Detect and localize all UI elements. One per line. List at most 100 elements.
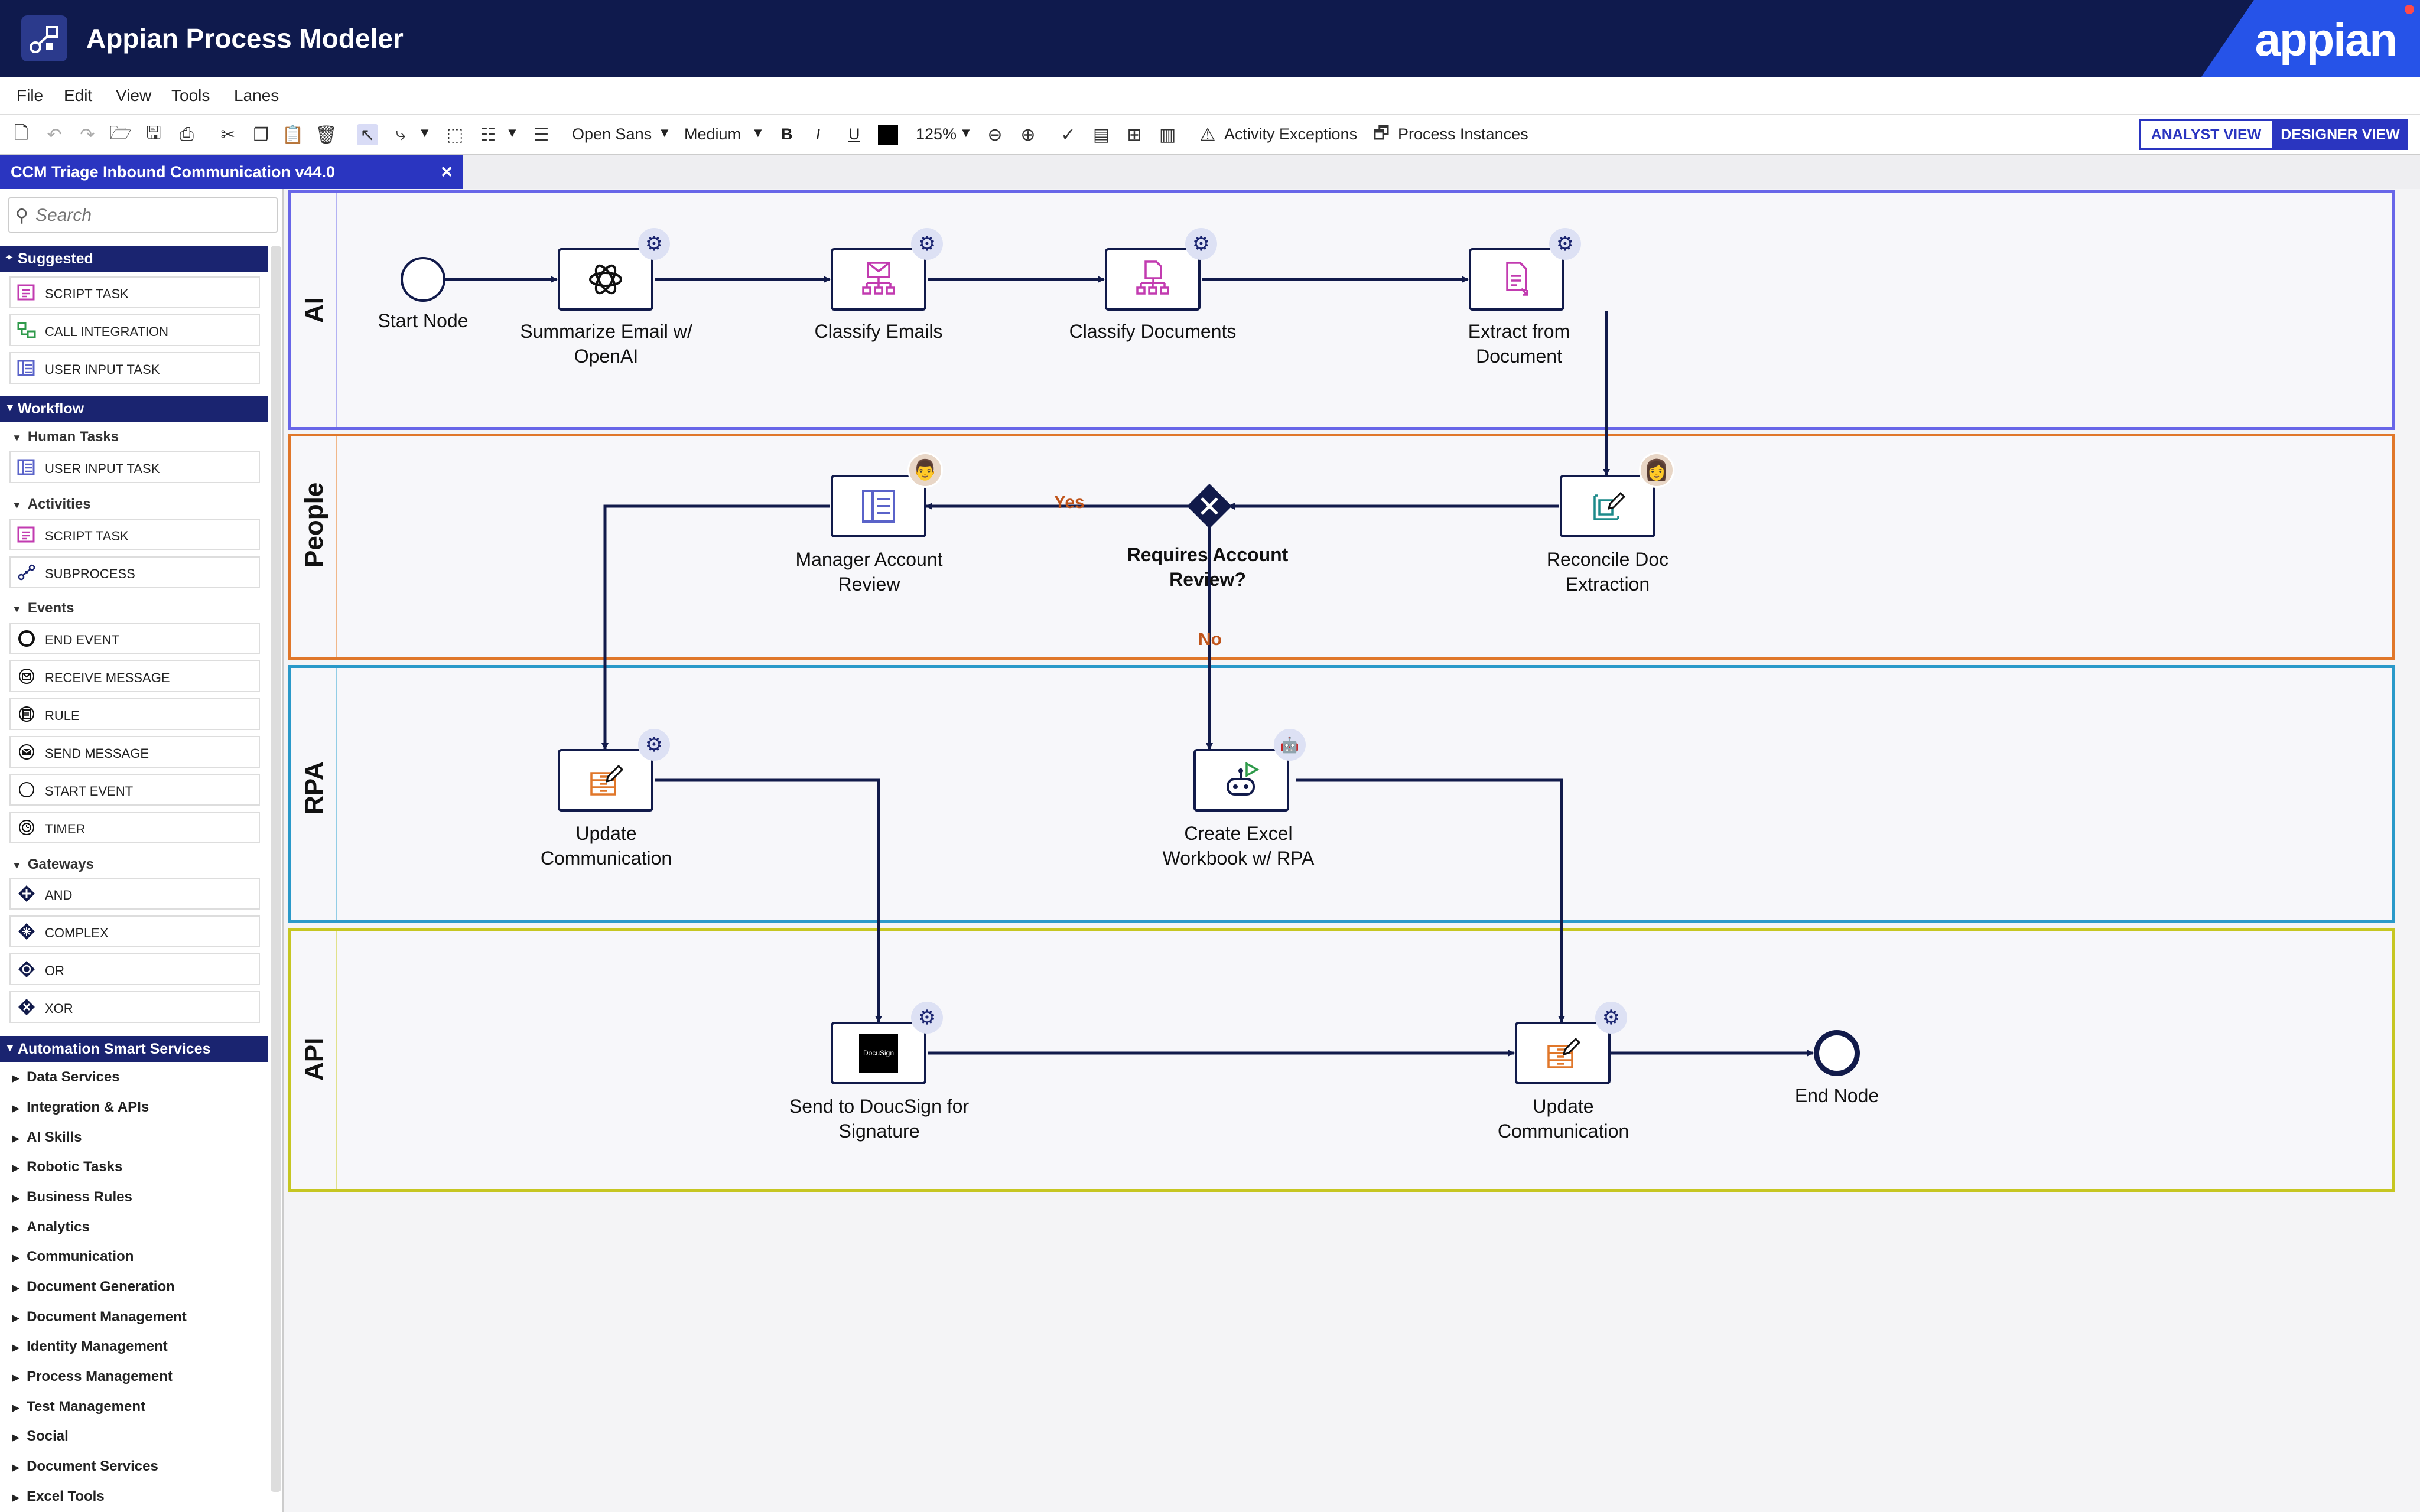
- lane-header[interactable]: API: [291, 931, 337, 1189]
- analyst-view-button[interactable]: ANALYST VIEW: [2139, 119, 2273, 150]
- category-process-management[interactable]: ▶Process Management: [12, 1368, 173, 1384]
- delete-icon[interactable]: 🗑: [314, 125, 338, 145]
- category-robotic-tasks[interactable]: ▶Robotic Tasks: [12, 1159, 123, 1175]
- process-canvas[interactable]: AI People RPA API: [287, 189, 2420, 1512]
- select-pointer-icon[interactable]: ↖: [357, 124, 378, 145]
- section-automation-smart-services[interactable]: ▼Automation Smart Services: [0, 1036, 268, 1062]
- lane-header[interactable]: AI: [291, 193, 337, 427]
- category-analytics[interactable]: ▶Analytics: [12, 1219, 90, 1235]
- category-identity-management[interactable]: ▶Identity Management: [12, 1338, 168, 1354]
- task-create-excel-workbook-rpa[interactable]: [1193, 749, 1289, 812]
- new-file-icon[interactable]: 🗋: [14, 123, 29, 143]
- copy-icon[interactable]: ❐: [253, 125, 269, 145]
- subsection-activities[interactable]: ▼Activities: [12, 496, 91, 512]
- analytics-icon[interactable]: ▥: [1159, 125, 1176, 145]
- chevron-down-icon[interactable]: ▼: [959, 125, 972, 140]
- swimlane-api[interactable]: API: [288, 928, 2395, 1192]
- palette-xor[interactable]: XOR: [9, 991, 260, 1023]
- category-integration-apis[interactable]: ▶Integration & APIs: [12, 1099, 149, 1115]
- connect-flow-icon[interactable]: ⤷: [395, 125, 406, 144]
- zoom-select[interactable]: 125%: [916, 125, 957, 143]
- chevron-down-icon[interactable]: ▼: [752, 125, 765, 140]
- palette-end-event[interactable]: END EVENT: [9, 623, 260, 654]
- palette-or[interactable]: OR: [9, 953, 260, 985]
- search-input[interactable]: [35, 204, 272, 227]
- category-social[interactable]: ▶Social: [12, 1428, 69, 1444]
- category-data-services[interactable]: ▶Data Services: [12, 1069, 120, 1085]
- undo-icon[interactable]: ↶: [47, 125, 62, 145]
- close-icon[interactable]: ×: [441, 161, 453, 183]
- text-color-swatch[interactable]: [878, 125, 898, 145]
- menu-lanes[interactable]: Lanes: [234, 86, 279, 105]
- gear-icon[interactable]: ⚙: [638, 729, 670, 761]
- palette-start-event[interactable]: START EVENT: [9, 774, 260, 806]
- palette-send-message[interactable]: SEND MESSAGE: [9, 736, 260, 768]
- palette-receive-message[interactable]: RECEIVE MESSAGE: [9, 660, 260, 692]
- gear-icon[interactable]: ⚙: [911, 228, 943, 260]
- designer-view-button[interactable]: DESIGNER VIEW: [2272, 119, 2408, 150]
- font-weight-select[interactable]: Medium: [684, 125, 741, 143]
- task-reconcile-doc-extraction[interactable]: [1560, 475, 1655, 537]
- start-event[interactable]: [401, 257, 445, 302]
- subsection-gateways[interactable]: ▼Gateways: [12, 856, 94, 872]
- palette-timer[interactable]: TIMER: [9, 812, 260, 843]
- section-workflow[interactable]: ▼Workflow: [0, 396, 268, 422]
- palette-script-task-2[interactable]: SCRIPT TASK: [9, 519, 260, 550]
- palette-script-task[interactable]: SCRIPT TASK: [9, 276, 260, 308]
- document-tab[interactable]: CCM Triage Inbound Communication v44.0 ×: [0, 155, 463, 189]
- subsection-human-tasks[interactable]: ▼Human Tasks: [12, 429, 119, 445]
- layout-icon[interactable]: ☷: [480, 125, 496, 145]
- category-test-management[interactable]: ▶Test Management: [12, 1399, 146, 1415]
- palette-user-input-task[interactable]: USER INPUT TASK: [9, 352, 260, 384]
- gear-icon[interactable]: ⚙: [1549, 228, 1581, 260]
- text-annotation-icon[interactable]: ⬚: [446, 125, 464, 145]
- section-suggested[interactable]: ✦Suggested: [0, 246, 268, 272]
- robot-badge-icon[interactable]: 🤖: [1274, 729, 1306, 761]
- category-document-services[interactable]: ▶Document Services: [12, 1458, 158, 1474]
- task-extract-from-document[interactable]: [1469, 248, 1564, 311]
- category-business-rules[interactable]: ▶Business Rules: [12, 1189, 132, 1205]
- menu-file[interactable]: File: [17, 86, 44, 105]
- grid-icon[interactable]: ⊞: [1127, 125, 1142, 145]
- swimlane-people[interactable]: People: [288, 434, 2395, 660]
- cut-icon[interactable]: ✂: [220, 125, 236, 145]
- palette-complex[interactable]: COMPLEX: [9, 915, 260, 947]
- process-instances-button[interactable]: Process Instances: [1398, 125, 1528, 143]
- validate-check-icon[interactable]: ✓: [1061, 125, 1076, 145]
- palette-call-integration[interactable]: CALL INTEGRATION: [9, 314, 260, 346]
- redo-icon[interactable]: ↷: [80, 125, 95, 145]
- task-classify-documents[interactable]: [1105, 248, 1201, 311]
- gear-icon[interactable]: ⚙: [911, 1002, 943, 1034]
- print-icon[interactable]: ⎙: [180, 125, 194, 144]
- task-send-to-docusign[interactable]: DocuSign: [831, 1022, 926, 1084]
- palette-subprocess[interactable]: SUBPROCESS: [9, 556, 260, 588]
- underline-button[interactable]: U: [848, 125, 860, 143]
- task-manager-account-review[interactable]: [831, 475, 926, 537]
- paste-icon[interactable]: 📋: [282, 125, 304, 145]
- lane-header[interactable]: RPA: [291, 668, 337, 920]
- lane-header[interactable]: People: [291, 436, 337, 657]
- properties-icon[interactable]: ☰: [533, 125, 549, 145]
- palette-and[interactable]: AND: [9, 878, 260, 910]
- activity-exceptions-button[interactable]: Activity Exceptions: [1224, 125, 1358, 143]
- palette-rule[interactable]: RULE: [9, 698, 260, 730]
- font-family-select[interactable]: Open Sans: [572, 125, 652, 143]
- subsection-events[interactable]: ▼Events: [12, 600, 74, 616]
- gear-icon[interactable]: ⚙: [1595, 1002, 1627, 1034]
- gear-icon[interactable]: ⚙: [638, 228, 670, 260]
- task-classify-emails[interactable]: [831, 248, 926, 311]
- process-instances-icon[interactable]: 🗗: [1372, 123, 1390, 143]
- notes-icon[interactable]: ▤: [1092, 125, 1110, 145]
- category-communication[interactable]: ▶Communication: [12, 1249, 134, 1265]
- category-document-management[interactable]: ▶Document Management: [12, 1309, 187, 1325]
- zoom-out-icon[interactable]: ⊖: [987, 125, 1003, 145]
- bold-button[interactable]: B: [781, 125, 793, 143]
- chevron-down-icon[interactable]: ▼: [506, 125, 519, 140]
- task-summarize-email-openai[interactable]: [558, 248, 653, 311]
- category-ai-skills[interactable]: ▶AI Skills: [12, 1129, 82, 1145]
- menu-edit[interactable]: Edit: [64, 86, 93, 105]
- gear-icon[interactable]: ⚙: [1185, 228, 1217, 260]
- zoom-in-icon[interactable]: ⊕: [1020, 125, 1036, 145]
- task-update-communication[interactable]: [558, 749, 653, 812]
- menu-tools[interactable]: Tools: [171, 86, 210, 105]
